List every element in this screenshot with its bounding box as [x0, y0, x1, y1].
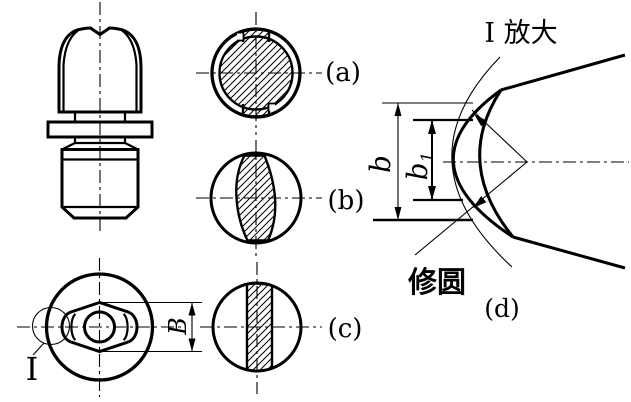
section-a-notch-top — [237, 33, 244, 41]
dim-b-label: b — [364, 155, 397, 173]
detail-boundary-circle — [31, 306, 71, 346]
section-c: (c) — [200, 262, 362, 394]
cone-lower-edge — [512, 235, 626, 270]
edge-inner-arc — [478, 89, 515, 238]
head-inner-left-line — [62, 29, 79, 112]
section-a-hatched-core — [218, 35, 294, 111]
dim-B-arrow-bottom — [188, 338, 196, 352]
boss-left-end-arc — [70, 313, 77, 341]
leader-lower-line — [414, 161, 528, 256]
section-c-hatched-band — [245, 282, 274, 373]
section-a-bottom-tab — [241, 104, 271, 118]
dim-b-arrow-bottom — [394, 207, 402, 220]
dim-b1-label: b1 — [401, 152, 438, 181]
head-outline — [57, 26, 143, 114]
detail-ref-label: I — [26, 350, 39, 388]
dim-B-extension-lines — [99, 301, 202, 353]
rounding-note-label: 修圆 — [407, 265, 466, 299]
section-a-notch-top-edges — [237, 33, 245, 42]
dim-b1-arrow-top — [428, 120, 436, 134]
section-b: (b) — [196, 140, 364, 256]
detail-leader-line — [32, 342, 45, 356]
detail-title: I 放大 — [484, 18, 557, 49]
dim-B-label: B — [164, 317, 192, 336]
center-hole — [83, 310, 116, 344]
dim-b1-base: b — [401, 162, 434, 180]
section-a-label: (a) — [325, 58, 361, 88]
dim-b1-subscript: 1 — [418, 152, 438, 163]
neck-upper — [73, 112, 127, 122]
section-a-top-tab — [241, 28, 271, 42]
section-c-label: (c) — [328, 314, 363, 344]
section-d-label: (d) — [484, 294, 520, 323]
body-internal-lines — [62, 158, 138, 209]
plan-view: I B — [17, 258, 202, 397]
side-view — [46, 2, 154, 233]
neck-lower — [73, 137, 127, 145]
section-b-hatched-spindle — [235, 154, 277, 242]
leader-lower-arrow — [473, 196, 487, 208]
head-inner-right-line — [121, 29, 138, 112]
section-b-label: (b) — [328, 186, 365, 216]
dim-b1-arrow-bottom — [428, 186, 436, 200]
cone-upper-edge — [500, 53, 626, 92]
section-a-notch-bottom — [268, 103, 275, 111]
dim-B-arrow-top — [188, 302, 196, 316]
section-a: (a) — [196, 12, 361, 135]
section-b-outer-circle — [209, 151, 303, 245]
flange — [46, 120, 154, 139]
section-a-notch-bottom-edges — [267, 102, 275, 111]
edge-outer-arc — [451, 88, 514, 239]
detail-view: I 放大 b b1 修圆 (d) — [364, 18, 629, 323]
plan-outer-circle — [44, 272, 155, 382]
boss-right-end-arc — [122, 313, 129, 341]
dim-b-arrow-top — [394, 103, 402, 116]
leader-upper-arrow — [474, 114, 487, 127]
